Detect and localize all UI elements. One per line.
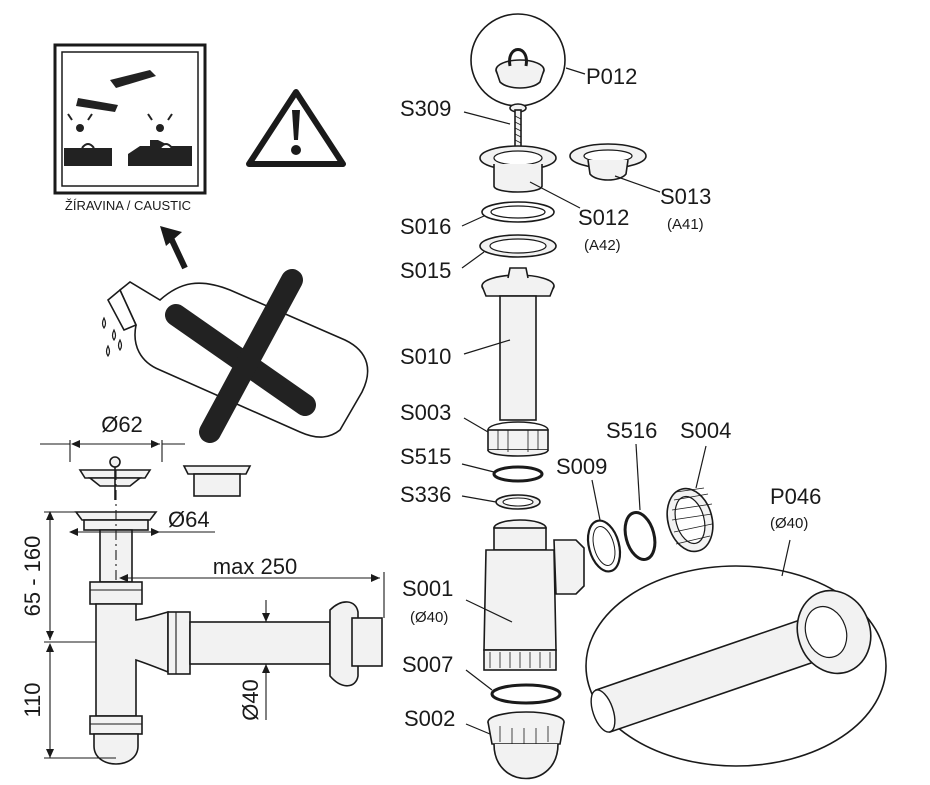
label-s001-sub: (Ø40): [410, 609, 448, 626]
corrosive-hazard-icon: [64, 70, 192, 166]
label-s003: S003: [400, 400, 451, 425]
dim-diameter-64: Ø64: [168, 507, 210, 532]
label-s010: S010: [400, 344, 451, 369]
prohibition-cross-icon: [165, 269, 316, 443]
label-s015: S015: [400, 258, 451, 283]
dim-height-65-160: 65 - 160: [20, 536, 45, 617]
label-s336: S336: [400, 482, 451, 507]
part-s010: S010: [400, 267, 555, 421]
exploded-view: P012 S309 S012 (A42) S013 (A41): [400, 13, 887, 780]
caustic-warning-sign: ŽÍRAVINA / CAUSTIC: [53, 43, 207, 213]
label-s007: S007: [402, 652, 453, 677]
label-s009: S009: [556, 454, 607, 479]
dim-max-250: max 250: [213, 554, 297, 579]
part-p046: P046 (Ø40): [585, 484, 887, 767]
part-s009: S009: [556, 454, 622, 573]
part-s515: S515: [400, 444, 544, 483]
dim-height-110: 110: [20, 682, 45, 717]
assembled-siphon-drawing: Ø62 Ø64 max 250 65 - 160 110 Ø40: [20, 412, 385, 765]
label-s012: S012: [578, 205, 629, 230]
dim-diameter-40: Ø40: [238, 679, 263, 721]
caustic-label: ŽÍRAVINA / CAUSTIC: [65, 198, 191, 213]
label-s013-sub: (A41): [667, 216, 704, 233]
label-s001: S001: [402, 576, 453, 601]
part-s004: S004: [666, 418, 731, 553]
label-s002: S002: [404, 706, 455, 731]
label-p046: P046: [770, 484, 821, 509]
label-s013: S013: [660, 184, 711, 209]
part-s003: S003: [400, 400, 549, 457]
label-s516: S516: [606, 418, 657, 443]
label-s309: S309: [400, 96, 451, 121]
part-p012: P012: [470, 13, 637, 107]
label-s004: S004: [680, 418, 731, 443]
part-s336: S336: [400, 482, 541, 510]
part-s012: S012 (A42): [479, 145, 629, 254]
warning-triangle-icon: [246, 89, 346, 167]
label-p012: P012: [586, 64, 637, 89]
label-s012-sub: (A42): [584, 237, 621, 254]
part-s013: S013 (A41): [569, 143, 711, 233]
part-s002: S002: [404, 706, 565, 780]
label-s515: S515: [400, 444, 451, 469]
part-s516: S516: [606, 418, 657, 561]
dim-diameter-62: Ø62: [101, 412, 143, 437]
part-s007: S007: [402, 652, 562, 705]
label-p046-sub: (Ø40): [770, 515, 808, 532]
part-s016: S016: [400, 201, 555, 239]
part-s015: S015: [400, 234, 557, 283]
part-s001: S001 (Ø40): [402, 519, 585, 671]
label-s016: S016: [400, 214, 451, 239]
up-arrow-icon: [160, 226, 188, 270]
